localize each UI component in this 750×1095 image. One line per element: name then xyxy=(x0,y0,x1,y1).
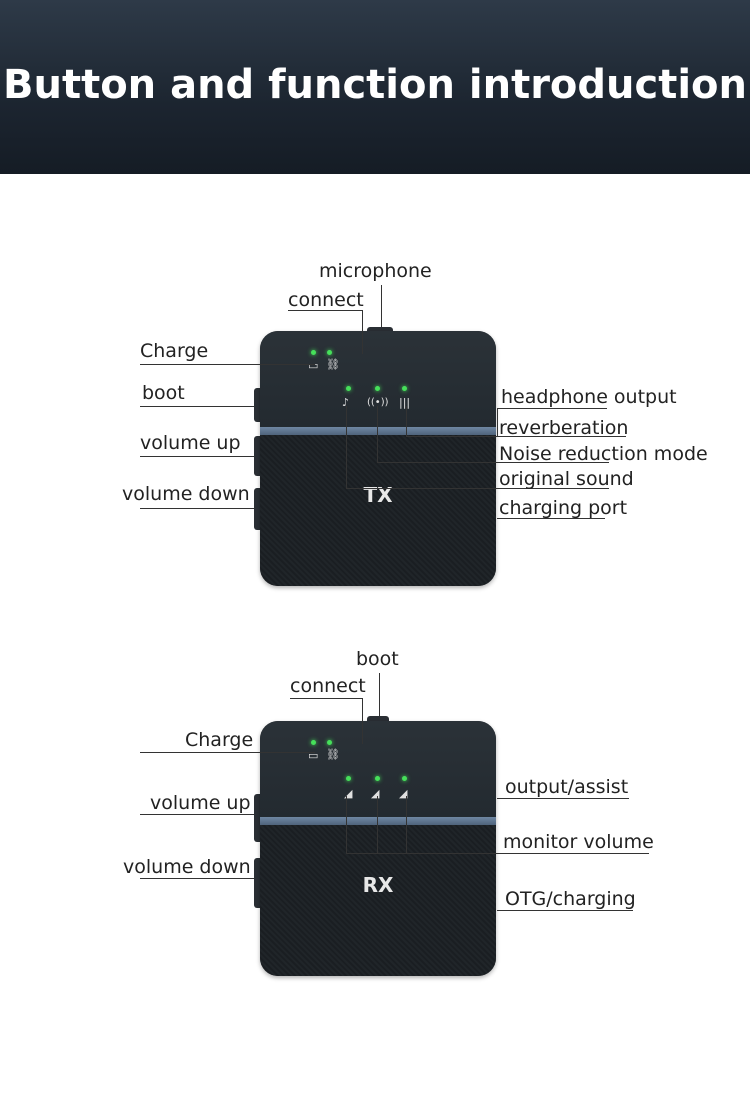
tx-connect-led xyxy=(327,350,332,355)
header-banner: Button and function introduction xyxy=(0,0,750,174)
rx-label-volume-down: volume down xyxy=(123,856,251,878)
rx-volume-up-button[interactable] xyxy=(254,794,260,842)
tx-accent-strip xyxy=(260,427,496,435)
tx-label-connect: connect xyxy=(288,289,364,311)
tx-label-volume-down: volume down xyxy=(122,483,250,505)
rx-device: RX ▭ ⛓ ◢ ◢ ◢ xyxy=(260,721,496,976)
rx-boot-button[interactable] xyxy=(367,716,389,721)
rx-accent-strip xyxy=(260,817,496,825)
soundwave-icon: ||| xyxy=(399,396,411,409)
volume-level-icon: ◢ xyxy=(399,787,408,800)
rx-label-charge: Charge xyxy=(185,729,254,751)
rx-charge-led xyxy=(311,740,316,745)
rx-leather-body xyxy=(260,825,496,976)
tx-volume-up-button[interactable] xyxy=(254,436,260,476)
tx-glass-panel xyxy=(260,331,496,427)
tx-label-charge: Charge xyxy=(140,340,209,362)
tx-label-volume-up: volume up xyxy=(140,432,241,454)
tx-leather-body xyxy=(260,435,496,586)
rx-label-output-assist: output/assist xyxy=(505,776,629,798)
rx-label-connect: connect xyxy=(290,675,366,697)
tx-label-charging-port: charging port xyxy=(499,497,628,519)
link-icon: ⛓ xyxy=(326,748,340,761)
rx-mark: RX xyxy=(362,873,394,897)
tx-volume-down-button[interactable] xyxy=(254,488,260,530)
tx-device: TX ▭ ⛓ ♪ ((•)) ||| xyxy=(260,331,496,586)
tx-charge-led xyxy=(311,350,316,355)
page-title: Button and function introduction xyxy=(2,62,748,108)
tx-label-boot: boot xyxy=(142,382,185,404)
rx-label-volume-up: volume up xyxy=(150,792,251,814)
tx-label-noise-reduction: Noise reduction mode xyxy=(499,443,708,465)
rx-level-led-2 xyxy=(375,776,380,781)
tx-label-original-sound: original sound xyxy=(499,468,634,490)
battery-icon: ▭ xyxy=(308,749,319,762)
rx-level-led-3 xyxy=(402,776,407,781)
tx-label-microphone: microphone xyxy=(319,260,432,282)
link-icon: ⛓ xyxy=(326,358,340,371)
rx-connect-led xyxy=(327,740,332,745)
tx-mode-led-2 xyxy=(375,386,380,391)
volume-level-icon: ◢ xyxy=(344,787,353,800)
rx-glass-panel xyxy=(260,721,496,817)
rx-volume-down-button[interactable] xyxy=(254,858,260,908)
rx-level-led-1 xyxy=(346,776,351,781)
volume-level-icon: ◢ xyxy=(371,787,380,800)
broadcast-icon: ((•)) xyxy=(367,397,389,408)
tx-label-reverberation: reverberation xyxy=(499,417,629,439)
tx-label-headphone-output: headphone output xyxy=(501,386,677,408)
tx-mode-led-3 xyxy=(402,386,407,391)
music-note-icon: ♪ xyxy=(342,396,350,409)
tx-boot-button[interactable] xyxy=(254,388,260,422)
tx-mark: TX xyxy=(363,483,393,507)
tx-microphone-port xyxy=(367,327,393,332)
rx-label-otg-charging: OTG/charging xyxy=(505,888,636,910)
battery-icon: ▭ xyxy=(308,359,319,372)
rx-label-boot: boot xyxy=(356,648,399,670)
tx-mode-led-1 xyxy=(346,386,351,391)
rx-label-monitor-volume: monitor volume xyxy=(503,831,654,853)
